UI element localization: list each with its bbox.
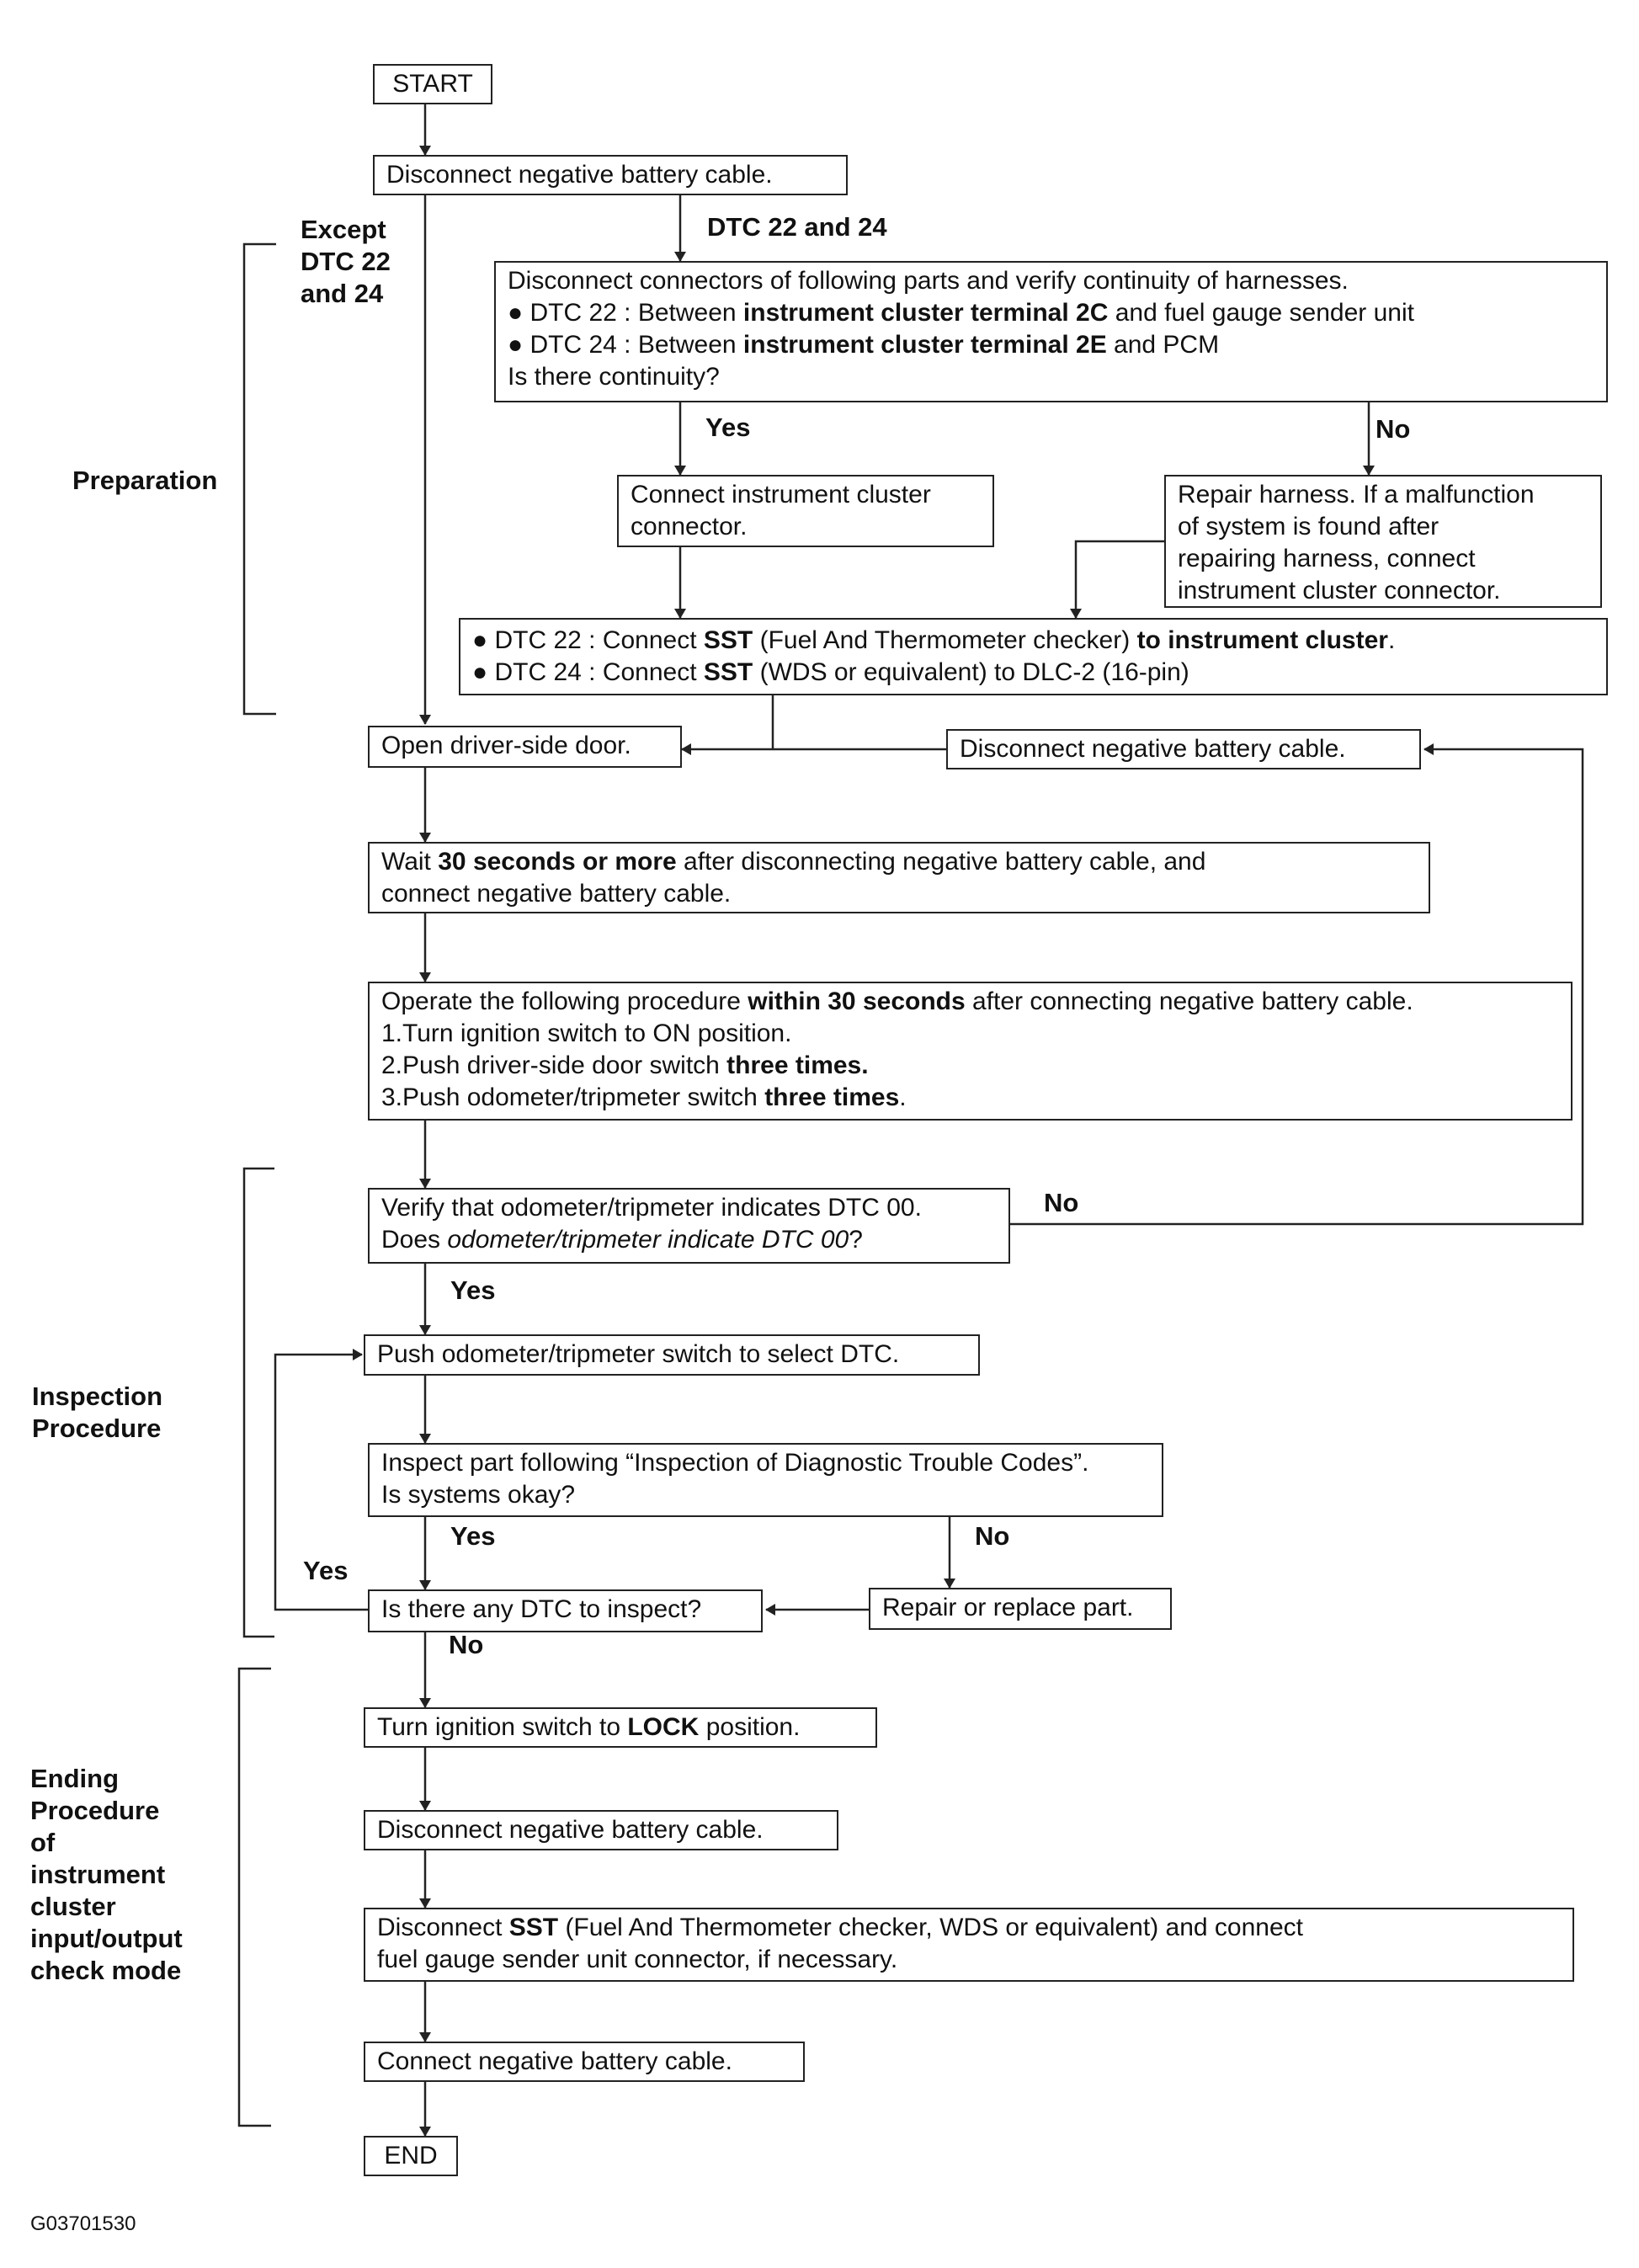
step-verify-continuity: Disconnect connectors of following parts…: [494, 261, 1608, 402]
label-except-dtc: Except DTC 22 and 24: [301, 215, 391, 308]
step-text: Disconnect negative battery cable.: [386, 161, 773, 189]
step-repair-harness: Repair harness. If a malfunction of syst…: [1164, 475, 1602, 608]
label-no-any-dtc: No: [449, 1630, 484, 1659]
label-yes-any-dtc: Yes: [303, 1556, 349, 1585]
label-no-inspect: No: [975, 1521, 1010, 1551]
step-inspect-part: Inspect part following “Inspection of Di…: [368, 1443, 1163, 1517]
figure-id: G03701530: [30, 2212, 136, 2235]
arrow-no-loop-to-disconnect: [1010, 743, 1584, 1226]
step-disconnect-battery-end: Disconnect negative battery cable.: [364, 1810, 838, 1850]
bracket-preparation: [242, 242, 276, 716]
label-yes-dtc-00: Yes: [450, 1275, 496, 1305]
section-inspection-procedure: Inspection Procedure: [32, 1382, 163, 1443]
step-open-door: Open driver-side door.: [368, 726, 682, 768]
step-any-dtc-to-inspect: Is there any DTC to inspect?: [368, 1589, 763, 1632]
start-text: START: [392, 70, 473, 98]
step-turn-ignition-lock: Turn ignition switch to LOCK position.: [364, 1707, 877, 1748]
step-push-select-dtc: Push odometer/tripmeter switch to select…: [364, 1334, 980, 1376]
step-disconnect-battery: Disconnect negative battery cable.: [373, 155, 848, 195]
step-disconnect-sst: Disconnect SST (Fuel And Thermometer che…: [364, 1908, 1574, 1982]
label-no-dtc-00: No: [1044, 1188, 1079, 1217]
step-connect-cluster-connector: Connect instrument cluster connector.: [617, 475, 994, 547]
arrow-repair-harness-to-sst: [1070, 540, 1164, 619]
arrow-yes-loop-to-push: [274, 1349, 368, 1611]
step-repair-replace-part: Repair or replace part.: [869, 1588, 1172, 1630]
bracket-inspection: [242, 1167, 274, 1638]
label-no-continuity: No: [1376, 414, 1411, 444]
step-connect-battery: Connect negative battery cable.: [364, 2042, 805, 2082]
section-ending-procedure: Ending Procedure of instrument cluster i…: [30, 1764, 183, 1985]
step-operate-procedure: Operate the following procedure within 3…: [368, 982, 1572, 1121]
step-verify-dtc-00: Verify that odometer/tripmeter indicates…: [368, 1188, 1010, 1264]
step-connect-sst: ● DTC 22 : Connect SST (Fuel And Thermom…: [459, 618, 1608, 695]
section-preparation: Preparation: [72, 466, 218, 495]
end-terminal: END: [364, 2136, 458, 2176]
start-terminal: START: [373, 64, 492, 104]
step-wait-30-seconds: Wait 30 seconds or more after disconnect…: [368, 842, 1430, 913]
label-yes-continuity: Yes: [705, 413, 751, 442]
end-text: END: [384, 2142, 438, 2170]
label-yes-inspect: Yes: [450, 1521, 496, 1551]
label-dtc-22-24: DTC 22 and 24: [707, 212, 887, 242]
step-disconnect-battery-loop: Disconnect negative battery cable.: [946, 729, 1421, 769]
bracket-ending: [237, 1667, 271, 2127]
